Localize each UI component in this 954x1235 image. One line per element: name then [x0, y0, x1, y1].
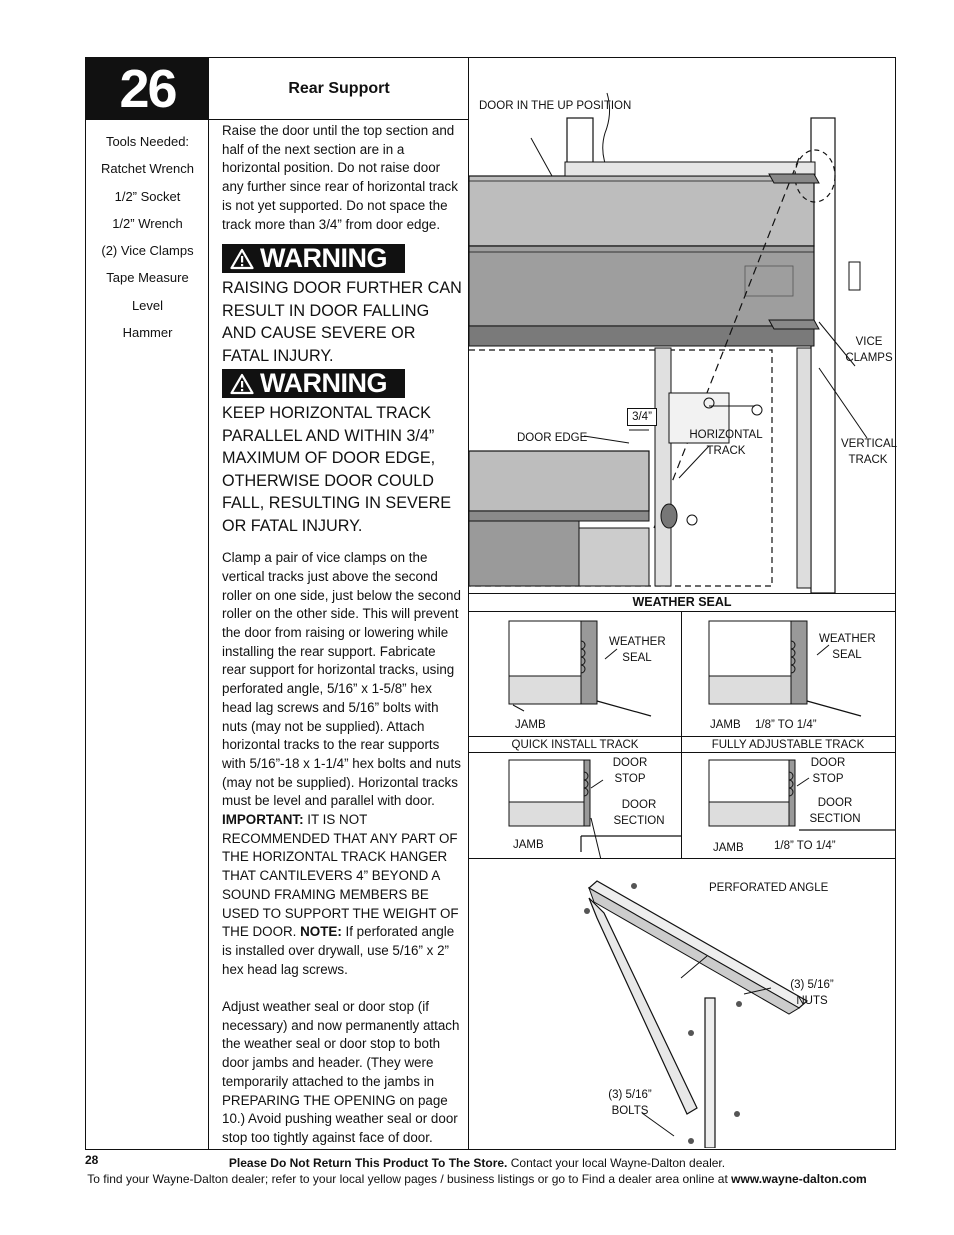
divider	[469, 858, 895, 859]
tools-list: Tools Needed: Ratchet Wrench 1/2” Socket…	[86, 128, 209, 346]
warning-label: WARNING	[260, 243, 388, 274]
warning-banner: WARNING	[222, 243, 405, 274]
step-number: 26	[86, 58, 209, 120]
footer-line-2: To find your Wayne-Dalton dealer; refer …	[0, 1172, 954, 1186]
weather-seal-heading: WEATHER SEAL	[632, 595, 732, 609]
instructions-text: Raise the door until the top section and…	[222, 122, 462, 1148]
label-weather-seal: WEATHER SEAL	[609, 636, 666, 664]
divider-header	[86, 119, 469, 120]
weather-seal-quick-diagram	[508, 620, 652, 717]
label-door-section: DOOR SECTION	[809, 797, 861, 825]
tool-item: 1/2” Socket	[114, 188, 181, 204]
divider-figure	[468, 58, 469, 1149]
label-vertical-track: VERTICAL TRACK	[841, 438, 898, 466]
label-door-stop: DOOR STOP	[810, 757, 846, 785]
divider	[681, 611, 682, 858]
intro-paragraph: Raise the door until the top section and…	[222, 123, 458, 232]
tools-heading: Tools Needed:	[105, 134, 190, 149]
label-weather-seal: WEATHER SEAL	[819, 633, 876, 661]
tool-item: (2) Vice Clamps	[101, 243, 194, 259]
label-dim-34: 3/4”	[627, 408, 657, 426]
footer-notice: Please Do Not Return This Product To The…	[228, 1156, 508, 1170]
label-jamb: JAMB	[710, 719, 741, 731]
footer-contact: Contact your local Wayne-Dalton dealer.	[507, 1156, 726, 1170]
note-label: NOTE:	[300, 924, 342, 940]
tool-item: Ratchet Wrench	[101, 161, 194, 177]
divider	[469, 736, 895, 737]
weather-seal-adjustable-diagram	[708, 620, 862, 717]
divider	[469, 593, 895, 594]
label-gap: 1/8” TO 1/4”	[774, 840, 836, 852]
warning-banner: WARNING	[222, 368, 405, 399]
label-jamb: JAMB	[513, 839, 544, 851]
label-door-section: DOOR SECTION	[613, 799, 665, 827]
perforated-angle-diagram	[584, 880, 809, 1148]
footer-url-link[interactable]: www.wayne-dalton.com	[731, 1172, 867, 1186]
label-jamb: JAMB	[515, 719, 546, 731]
label-gap: 1/8” TO 1/4”	[755, 719, 817, 731]
step-title: Rear Support	[288, 80, 390, 97]
label-perforated-angle: PERFORATED ANGLE	[709, 882, 829, 894]
label-jamb: JAMB	[713, 842, 744, 854]
note-text: If perforated angle is installed over dr…	[222, 924, 455, 977]
page-number: 28	[85, 1153, 99, 1167]
door-diagram	[469, 92, 868, 593]
warning-text: KEEP HORIZONTAL TRACK PARALLEL AND WITHI…	[222, 404, 452, 535]
divider-tools	[208, 58, 209, 1149]
warning-triangle-icon	[230, 373, 254, 394]
warning-label: WARNING	[260, 368, 388, 399]
figure-column: DOOR IN THE UP POSITION VICE CLAMPS VERT…	[469, 58, 898, 1149]
label-door-stop: DOOR STOP	[612, 757, 648, 785]
label-fully-adjustable: FULLY ADJUSTABLE TRACK	[711, 739, 865, 751]
label-horizontal-track: HORIZONTAL TRACK	[689, 429, 763, 457]
tool-item: Level	[131, 297, 164, 313]
warning-triangle-icon	[230, 248, 254, 269]
adjust-paragraph: Adjust weather seal or door stop (if nec…	[222, 999, 460, 1145]
tool-item: Tape Measure	[106, 270, 189, 286]
clamp-paragraph: Clamp a pair of vice clamps on the verti…	[222, 549, 462, 979]
door-stop-quick-diagram	[508, 759, 681, 858]
door-stop-adjustable-diagram	[708, 759, 895, 831]
tool-item: 1/2” Wrench	[112, 215, 183, 231]
tool-item: Hammer	[122, 325, 173, 341]
warning-text: RAISING DOOR FURTHER CAN RESULT IN DOOR …	[222, 279, 462, 365]
clamp-text: Clamp a pair of vice clamps on the verti…	[222, 550, 461, 809]
important-label: IMPORTANT:	[222, 812, 304, 828]
label-bolts: (3) 5/16” BOLTS	[608, 1089, 652, 1117]
important-text: IT IS NOT RECOMMENDED THAT ANY PART OF T…	[222, 812, 459, 940]
label-quick-install: QUICK INSTALL TRACK	[511, 739, 639, 751]
label-door-edge: DOOR EDGE	[517, 432, 588, 444]
footer-line-1: Please Do Not Return This Product To The…	[0, 1156, 954, 1170]
divider	[469, 752, 895, 753]
label-nuts: (3) 5/16” NUTS	[790, 979, 834, 1007]
divider	[469, 611, 895, 612]
instruction-frame: 26 Rear Support Tools Needed: Ratchet Wr…	[85, 57, 898, 1150]
footer-dealer-text: To find your Wayne-Dalton dealer; refer …	[87, 1172, 732, 1186]
label-vice-clamps: VICE CLAMPS	[845, 336, 893, 364]
label-door-up: DOOR IN THE UP POSITION	[479, 100, 632, 112]
